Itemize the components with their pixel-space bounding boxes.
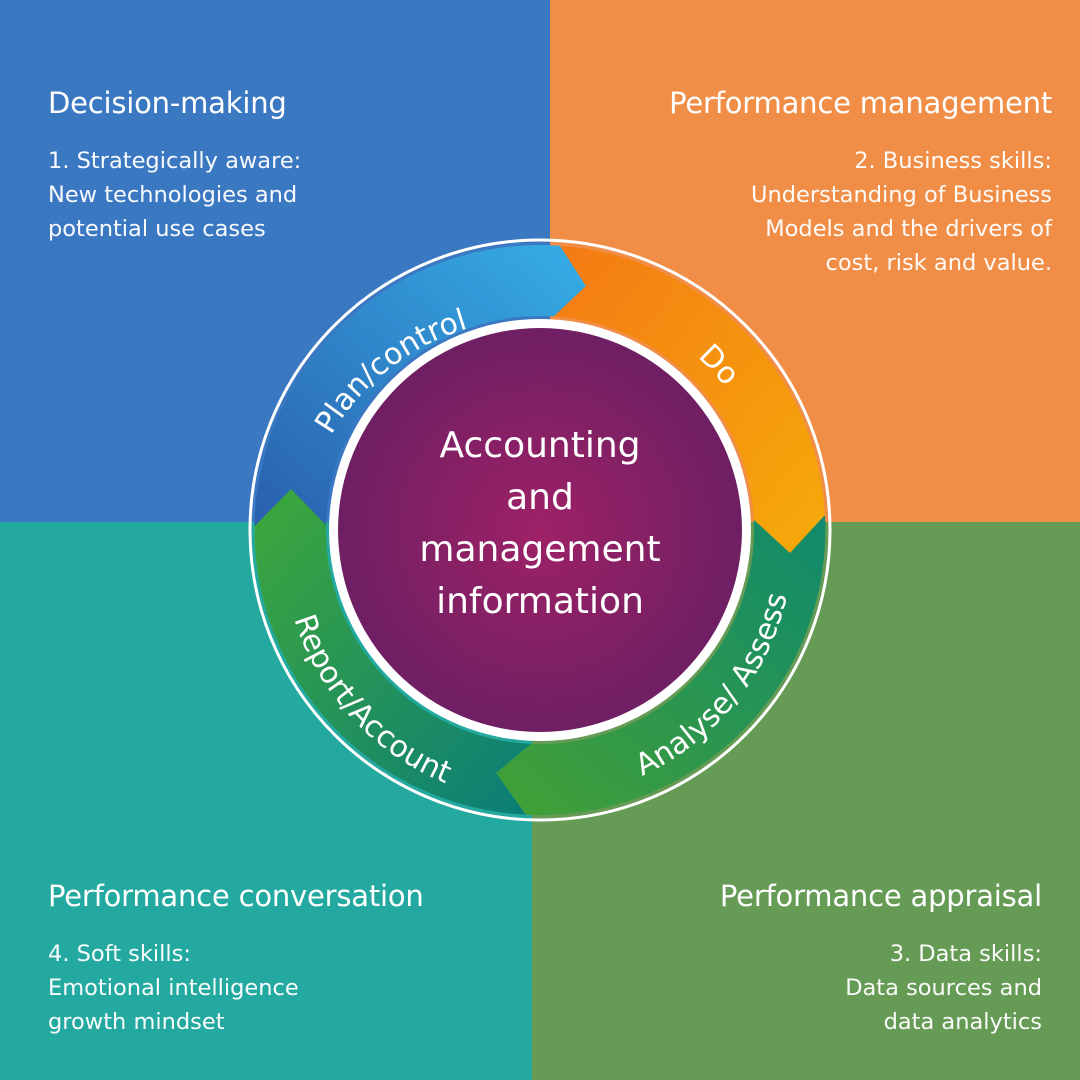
decision-making-title: Decision-making — [48, 86, 287, 120]
description-line: 3. Data skills: — [889, 941, 1042, 967]
description-line: data analytics — [883, 1009, 1042, 1035]
center-title-line: and — [506, 477, 574, 518]
center-title-line: Accounting — [439, 425, 641, 466]
report-account-arrow — [254, 489, 531, 815]
plan-control-arrow — [254, 244, 586, 527]
performance-appraisal-description: 3. Data skills: Data sources and data an… — [720, 937, 1042, 1039]
center-title: Accounting and management information — [380, 420, 700, 628]
decision-making-panel: Decision-making 1. Strategically aware: … — [48, 86, 301, 246]
performance-management-title: Performance management — [669, 86, 1052, 120]
center-title-line: management — [419, 529, 661, 570]
decision-making-description: 1. Strategically aware: New technologies… — [48, 144, 301, 246]
performance-appraisal-title: Performance appraisal — [719, 879, 1042, 913]
description-line: Understanding of Business — [751, 182, 1052, 208]
description-line: 1. Strategically aware: — [48, 148, 302, 174]
performance-management-panel: Performance management 2. Business skill… — [669, 86, 1052, 280]
outer-ring — [248, 238, 832, 822]
description-line: Models and the drivers of — [765, 216, 1052, 242]
description-line: cost, risk and value. — [825, 250, 1052, 276]
description-line: growth mindset — [48, 1009, 225, 1035]
description-line: potential use cases — [48, 216, 266, 242]
description-line: Emotional intelligence — [48, 975, 299, 1001]
description-line: 2. Business skills: — [854, 148, 1052, 174]
analyse-assess-arrow — [496, 515, 826, 816]
description-line: 4. Soft skills: — [48, 941, 191, 967]
performance-conversation-panel: Performance conversation 4. Soft skills:… — [48, 879, 424, 1039]
performance-management-description: 2. Business skills: Understanding of Bus… — [669, 144, 1052, 280]
center-disc — [338, 328, 742, 732]
performance-conversation-title: Performance conversation — [48, 879, 424, 913]
performance-conversation-description: 4. Soft skills: Emotional intelligence g… — [48, 937, 424, 1039]
description-line: New technologies and — [48, 182, 298, 208]
center-title-line: information — [436, 581, 644, 622]
do-arrow — [553, 245, 825, 553]
performance-appraisal-panel: Performance appraisal 3. Data skills: Da… — [720, 879, 1042, 1039]
description-line: Data sources and — [845, 975, 1042, 1001]
